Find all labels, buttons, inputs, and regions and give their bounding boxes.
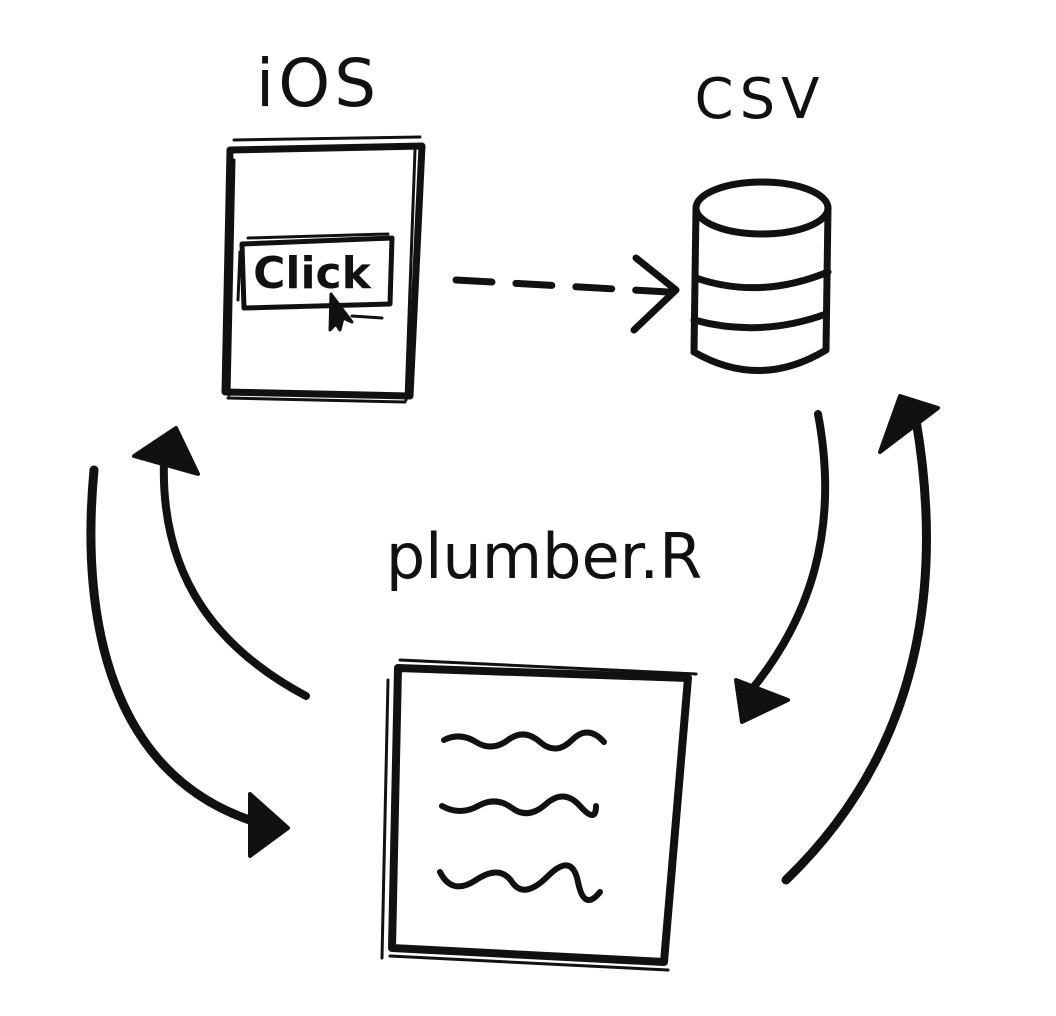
arrow-ios-to-plumber <box>86 465 290 858</box>
cursor-icon <box>328 292 384 332</box>
phone-icon <box>221 135 426 404</box>
script-file-icon <box>380 658 698 972</box>
click-button[interactable]: Click <box>236 232 395 311</box>
database-icon <box>690 178 832 374</box>
csv-label: CSV <box>695 67 826 132</box>
click-button-label: Click <box>253 248 373 299</box>
plumber-label: plumber.R <box>386 520 702 593</box>
dashed-arrow-ios-to-csv <box>452 254 680 334</box>
arrow-csv-to-plumber <box>734 410 830 724</box>
arrow-plumber-to-ios <box>132 426 310 700</box>
arrow-plumber-to-csv <box>781 394 940 885</box>
ios-label: iOS <box>256 45 380 122</box>
